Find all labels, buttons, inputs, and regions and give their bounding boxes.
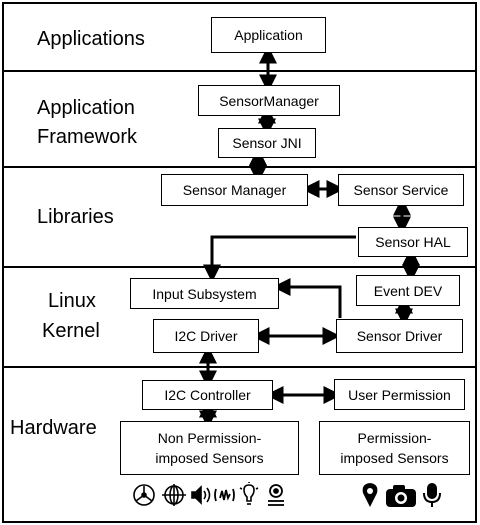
kernel-label-line1: Linux — [48, 290, 96, 312]
sensor-hal-box: Sensor HAL — [358, 227, 468, 257]
application-box: Application — [211, 17, 326, 53]
sensor-jni-box: Sensor JNI — [218, 128, 316, 158]
gyroscope-icon — [162, 484, 186, 506]
kernel-label-line2: Kernel — [42, 320, 100, 342]
non-permission-line2: imposed Sensors — [155, 450, 264, 466]
microphone-icon — [423, 483, 441, 507]
arrow-driver-to-input — [272, 278, 342, 318]
sensormanager-fw-box: SensorManager — [198, 85, 340, 116]
non-permission-icons — [133, 482, 284, 506]
sensor-service-box: Sensor Service — [338, 174, 464, 206]
arrow-hal-to-input — [203, 235, 356, 283]
i2c-driver-box: I2C Driver — [153, 319, 259, 353]
sound-icon — [191, 485, 211, 505]
libraries-label: Libraries — [37, 206, 114, 228]
vibration-icon — [214, 488, 235, 502]
light-icon — [239, 482, 259, 505]
applications-label: Applications — [37, 28, 145, 50]
non-permission-sensors-box: Non Permission- imposed Sensors — [120, 421, 299, 475]
permission-icons — [362, 483, 441, 507]
i2c-controller-box: I2C Controller — [142, 380, 273, 410]
event-dev-box: Event DEV — [356, 275, 460, 306]
user-permission-box: User Permission — [334, 379, 465, 410]
permission-line1: Permission- — [357, 430, 432, 446]
camera-icon — [386, 485, 416, 507]
sensor-driver-box: Sensor Driver — [336, 319, 463, 353]
framework-label-line2: Framework — [37, 126, 138, 148]
proximity-icon — [268, 484, 284, 506]
non-permission-line1: Non Permission- — [157, 430, 262, 446]
location-icon — [362, 483, 378, 507]
accelerometer-icon — [133, 484, 155, 506]
sensor-manager-lib-box: Sensor Manager — [161, 174, 308, 206]
permission-sensors-box: Permission- imposed Sensors — [319, 421, 470, 475]
input-subsystem-box: Input Subsystem — [130, 278, 279, 309]
framework-label-line1: Application — [37, 97, 135, 119]
permission-line2: imposed Sensors — [340, 450, 449, 466]
hardware-label: Hardware — [10, 417, 97, 439]
